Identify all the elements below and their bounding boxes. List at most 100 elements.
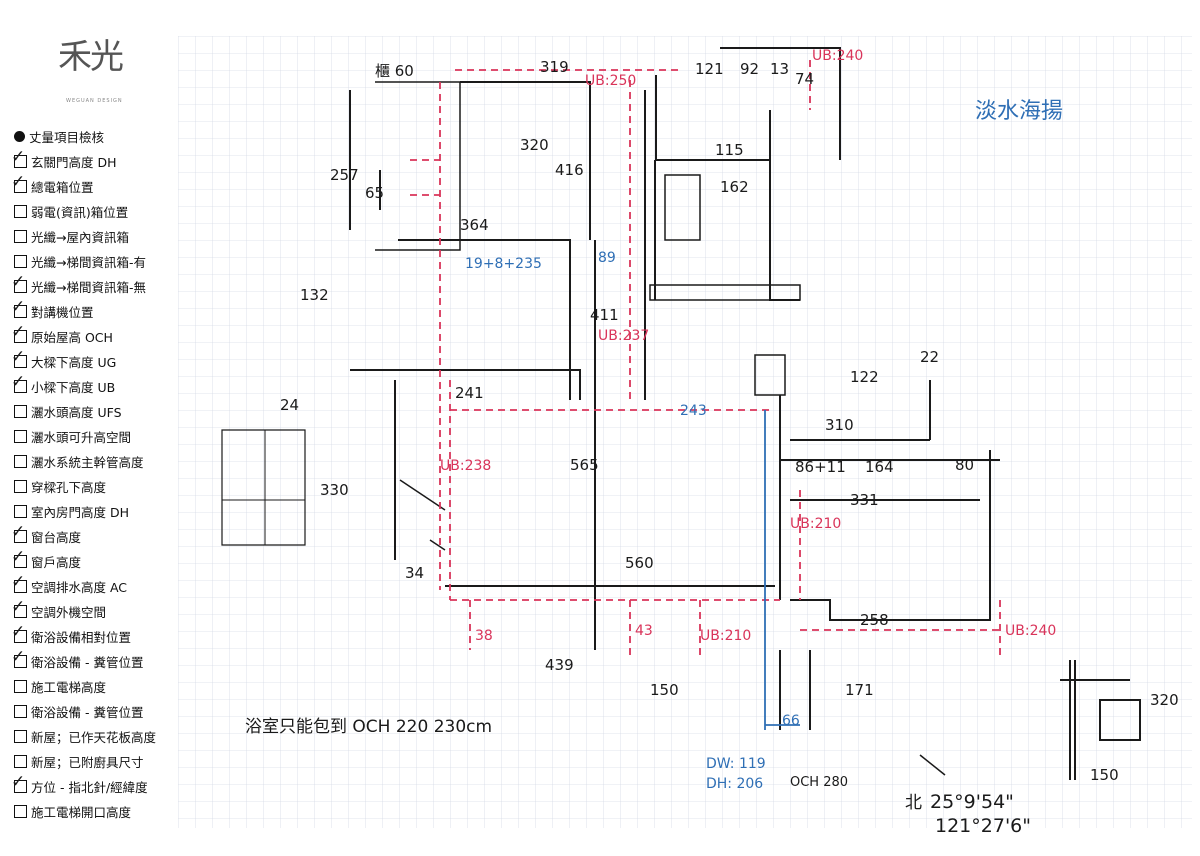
checkbox-icon[interactable]: [14, 430, 27, 443]
bullet-icon: [14, 131, 25, 142]
checklist-item-label: 小樑下高度 UB: [31, 380, 116, 395]
checkbox-icon[interactable]: [14, 755, 27, 768]
checked-box-icon[interactable]: ✓: [11, 647, 27, 668]
coord-prefix: 北: [905, 793, 922, 813]
checklist-item[interactable]: 室內房門高度 DH: [14, 499, 192, 524]
dim-241: 241: [455, 384, 484, 402]
brand-subtitle: WEGUAN DESIGN: [66, 98, 123, 104]
dim-38: 38: [475, 628, 493, 644]
checklist-item[interactable]: ✓ 玄關門高度 DH: [11, 147, 192, 174]
checklist-item[interactable]: ✓ 小樑下高度 UB: [11, 372, 192, 399]
checklist-item[interactable]: ✓ 空調排水高度 AC: [11, 572, 192, 599]
checked-box-icon[interactable]: ✓: [11, 297, 27, 318]
checklist-item[interactable]: ✓空調外機空間: [11, 597, 192, 624]
dim-319: 319: [540, 58, 569, 76]
checklist-items: ✓ 玄關門高度 DH ✓總電箱位置弱電(資訊)箱位置光纖→屋內資訊箱光纖→梯間資訊箱…: [11, 147, 192, 824]
checkmark-icon: ✓: [11, 572, 26, 592]
checked-box-icon[interactable]: ✓: [11, 347, 27, 368]
checklist-item[interactable]: ✓ 窗戶高度: [11, 547, 192, 574]
checklist-item[interactable]: 新屋；已附廚具尺寸: [14, 749, 192, 774]
checkmark-icon: ✓: [11, 647, 26, 667]
dim-66: 66: [782, 713, 800, 729]
checklist-item[interactable]: ✓衛浴設備 - 糞管位置: [11, 647, 192, 674]
checked-box-icon[interactable]: ✓: [11, 572, 27, 593]
och-value: OCH 280: [790, 775, 848, 790]
checkbox-icon[interactable]: [14, 205, 27, 218]
dim-320b: 320: [1150, 691, 1179, 709]
blue-measure-lines: [764, 410, 800, 730]
checklist-item-label: 穿樑孔下高度: [31, 480, 107, 495]
dim-34: 34: [405, 564, 424, 582]
beam-ub-238: UB:238: [440, 458, 491, 474]
bathroom-note: 浴室只能包到 OCH 220 230cm: [245, 717, 492, 737]
checklist-item[interactable]: 施工電梯高度: [14, 674, 192, 699]
checked-box-icon[interactable]: ✓: [11, 622, 27, 643]
beam-lines: [410, 60, 1001, 660]
checklist-item[interactable]: 光纖→屋內資訊箱: [14, 224, 192, 249]
checklist-item[interactable]: ✓總電箱位置: [11, 172, 192, 199]
dim-22: 22: [920, 348, 939, 366]
checklist-item[interactable]: ✓ 原始屋高 OCH: [11, 322, 192, 349]
checklist-item[interactable]: 灑水頭可升高空間: [14, 424, 192, 449]
checklist-item[interactable]: 灑水頭高度 UFS: [14, 399, 192, 424]
checklist-item[interactable]: 衛浴設備 - 糞管位置: [14, 699, 192, 724]
checkbox-icon[interactable]: [14, 705, 27, 718]
beam-ub-250: UB:250: [585, 73, 636, 89]
beam-ub-240-top: UB:240: [812, 48, 863, 64]
checkbox-icon[interactable]: [14, 730, 27, 743]
checked-box-icon[interactable]: ✓: [11, 272, 27, 293]
checklist-item-label: 光纖→屋內資訊箱: [31, 230, 129, 245]
checklist-item[interactable]: ✓衛浴設備相對位置: [11, 622, 192, 649]
checklist-item[interactable]: ✓光纖→梯間資訊箱-無: [11, 272, 192, 299]
checklist-item[interactable]: ✓對講機位置: [11, 297, 192, 324]
checked-box-icon[interactable]: ✓: [11, 172, 27, 193]
checked-box-icon[interactable]: ✓: [11, 597, 27, 618]
checked-box-icon[interactable]: ✓: [11, 547, 27, 568]
dim-331: 331: [850, 491, 879, 509]
dim-364: 364: [460, 216, 489, 234]
grid-paper: [178, 36, 1192, 828]
checkbox-icon[interactable]: [14, 455, 27, 468]
checklist-item[interactable]: 弱電(資訊)箱位置: [14, 199, 192, 224]
dim-121: 121: [695, 60, 724, 78]
checklist-item-label: 原始屋高 OCH: [31, 330, 113, 345]
checkbox-icon[interactable]: [14, 805, 27, 818]
checked-box-icon[interactable]: ✓: [11, 147, 27, 168]
checkbox-icon[interactable]: [14, 505, 27, 518]
checklist-item-label: 玄關門高度 DH: [31, 155, 117, 170]
dim-560: 560: [625, 554, 654, 572]
checkbox-icon[interactable]: [14, 405, 27, 418]
checkbox-icon[interactable]: [14, 230, 27, 243]
dim-150b: 150: [1090, 766, 1119, 784]
checklist-item-label: 灑水系統主幹管高度: [31, 455, 144, 470]
checked-box-icon[interactable]: ✓: [11, 522, 27, 543]
checked-box-icon[interactable]: ✓: [11, 772, 27, 793]
checkmark-icon: ✓: [11, 622, 26, 642]
checklist-item[interactable]: 新屋；已作天花板高度: [14, 724, 192, 749]
checkmark-icon: ✓: [11, 522, 26, 542]
door-height: DH: 206: [706, 776, 763, 792]
checklist-item-label: 施工電梯高度: [31, 680, 107, 695]
checklist-item-label: 灑水頭高度 UFS: [31, 405, 122, 420]
longitude: 121°27'6": [935, 815, 1031, 837]
checklist-item[interactable]: ✓方位 - 指北針/經緯度: [11, 772, 192, 799]
checklist-item-label: 窗戶高度: [31, 555, 82, 570]
checklist-item[interactable]: 施工電梯開口高度: [14, 799, 192, 824]
brand-logo: 禾光: [58, 37, 124, 77]
checkbox-icon[interactable]: [14, 480, 27, 493]
checklist-item[interactable]: 光纖→梯間資訊箱-有: [14, 249, 192, 274]
dim-60: 櫃 60: [375, 62, 414, 80]
checked-box-icon[interactable]: ✓: [11, 372, 27, 393]
checked-box-icon[interactable]: ✓: [11, 322, 27, 343]
dim-171: 171: [845, 681, 874, 699]
checklist-item-label: 空調排水高度 AC: [31, 580, 128, 595]
checklist-item[interactable]: 穿樑孔下高度: [14, 474, 192, 499]
checkmark-icon: ✓: [11, 297, 26, 317]
checklist-item[interactable]: ✓大樑下高度 UG: [11, 347, 192, 374]
checklist-item[interactable]: ✓窗台高度: [11, 522, 192, 549]
checklist-item-label: 新屋；已附廚具尺寸: [31, 755, 144, 770]
checklist-item[interactable]: 灑水系統主幹管高度: [14, 449, 192, 474]
checkbox-icon[interactable]: [14, 255, 27, 268]
checkbox-icon[interactable]: [14, 680, 27, 693]
